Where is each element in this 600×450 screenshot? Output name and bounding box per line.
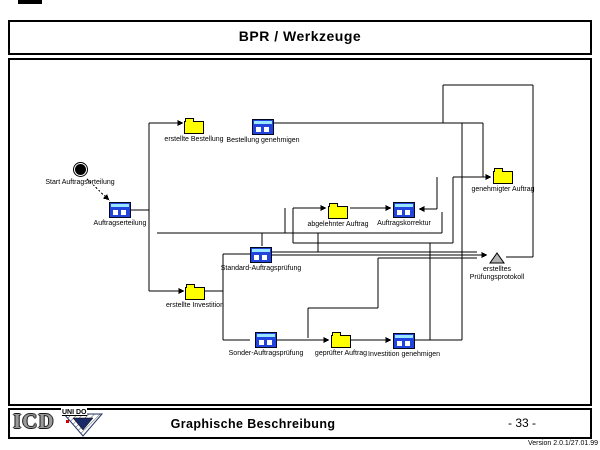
document-icon [493, 168, 513, 184]
svg-text:UNI DO: UNI DO [62, 409, 87, 416]
node-label: Sonder-Auftragsprüfung [228, 350, 304, 357]
node-auftragserteilung: Auftragserteilung [55, 202, 185, 228]
footer-caption: Graphische Beschreibung [170, 417, 336, 431]
node-erstellte-bestellung: erstellte Bestellung [129, 118, 259, 144]
node-label: abgelehnter Auftrag [307, 221, 369, 228]
footer-bar [8, 408, 592, 439]
page-number: - 33 - [507, 416, 536, 430]
machine-icon [109, 202, 131, 218]
document-icon [328, 203, 348, 219]
node-standard-auftragspruefung: Standard-Auftragsprüfung [196, 247, 326, 273]
icd-logo: ICD [13, 409, 55, 433]
machine-icon [393, 333, 415, 349]
node-label: erstellte Investition [166, 302, 224, 309]
node-investition-genehmigen: Investition genehmigen [339, 333, 469, 359]
scan-artifact [18, 0, 42, 4]
node-label: Start Auftragserteilung [45, 179, 115, 186]
node-label: genehmigter Auftrag [471, 186, 535, 193]
node-label-line2: Prüfungsprotokoll [469, 274, 525, 281]
page-title: BPR / Werkzeuge [238, 28, 362, 44]
start-event-icon [74, 164, 86, 175]
diagram-area [8, 58, 592, 406]
title-box [8, 20, 592, 55]
machine-icon [252, 119, 274, 135]
node-abgelehnter-auftrag: abgelehnter Auftrag [273, 203, 403, 229]
document-icon [331, 332, 351, 348]
document-icon [184, 118, 204, 134]
node-label: Auftragserteilung [93, 220, 147, 227]
node-label: Investition genehmigen [368, 351, 440, 358]
node-genehmigter-auftrag: genehmigter Auftrag [438, 168, 568, 194]
output-triangle-icon [489, 252, 505, 264]
node-label: geprüfter Auftrag [314, 350, 368, 357]
node-label: Standard-Auftragsprüfung [220, 265, 302, 272]
node-sonder-auftragspruefung: Sonder-Auftragsprüfung [201, 332, 331, 358]
machine-icon [393, 202, 415, 218]
document-icon [185, 284, 205, 300]
node-label: erstelltes [482, 266, 511, 273]
machine-icon [250, 247, 272, 263]
node-start-auftragserteilung: Start Auftragserteilung [15, 162, 145, 187]
node-label: erstellte Bestellung [164, 136, 224, 143]
node-auftragskorrektur: Auftragskorrektur [339, 202, 469, 228]
node-label: Auftragskorrektur [377, 220, 431, 227]
uni-dortmund-logo: UNI DO [61, 407, 104, 437]
version-label: Version 2.0.1/27.01.99 [527, 440, 598, 447]
machine-icon [255, 332, 277, 348]
node-label: Bestellung genehmigen [226, 137, 300, 144]
node-bestellung-genehmigen: Bestellung genehmigen [198, 119, 328, 145]
node-gepruefter-auftrag: geprüfter Auftrag [276, 332, 406, 358]
node-erstellte-investition: erstellte Investition [130, 284, 260, 310]
node-pruefungsprotokoll: erstelltes Prüfungsprotokoll [432, 250, 562, 282]
